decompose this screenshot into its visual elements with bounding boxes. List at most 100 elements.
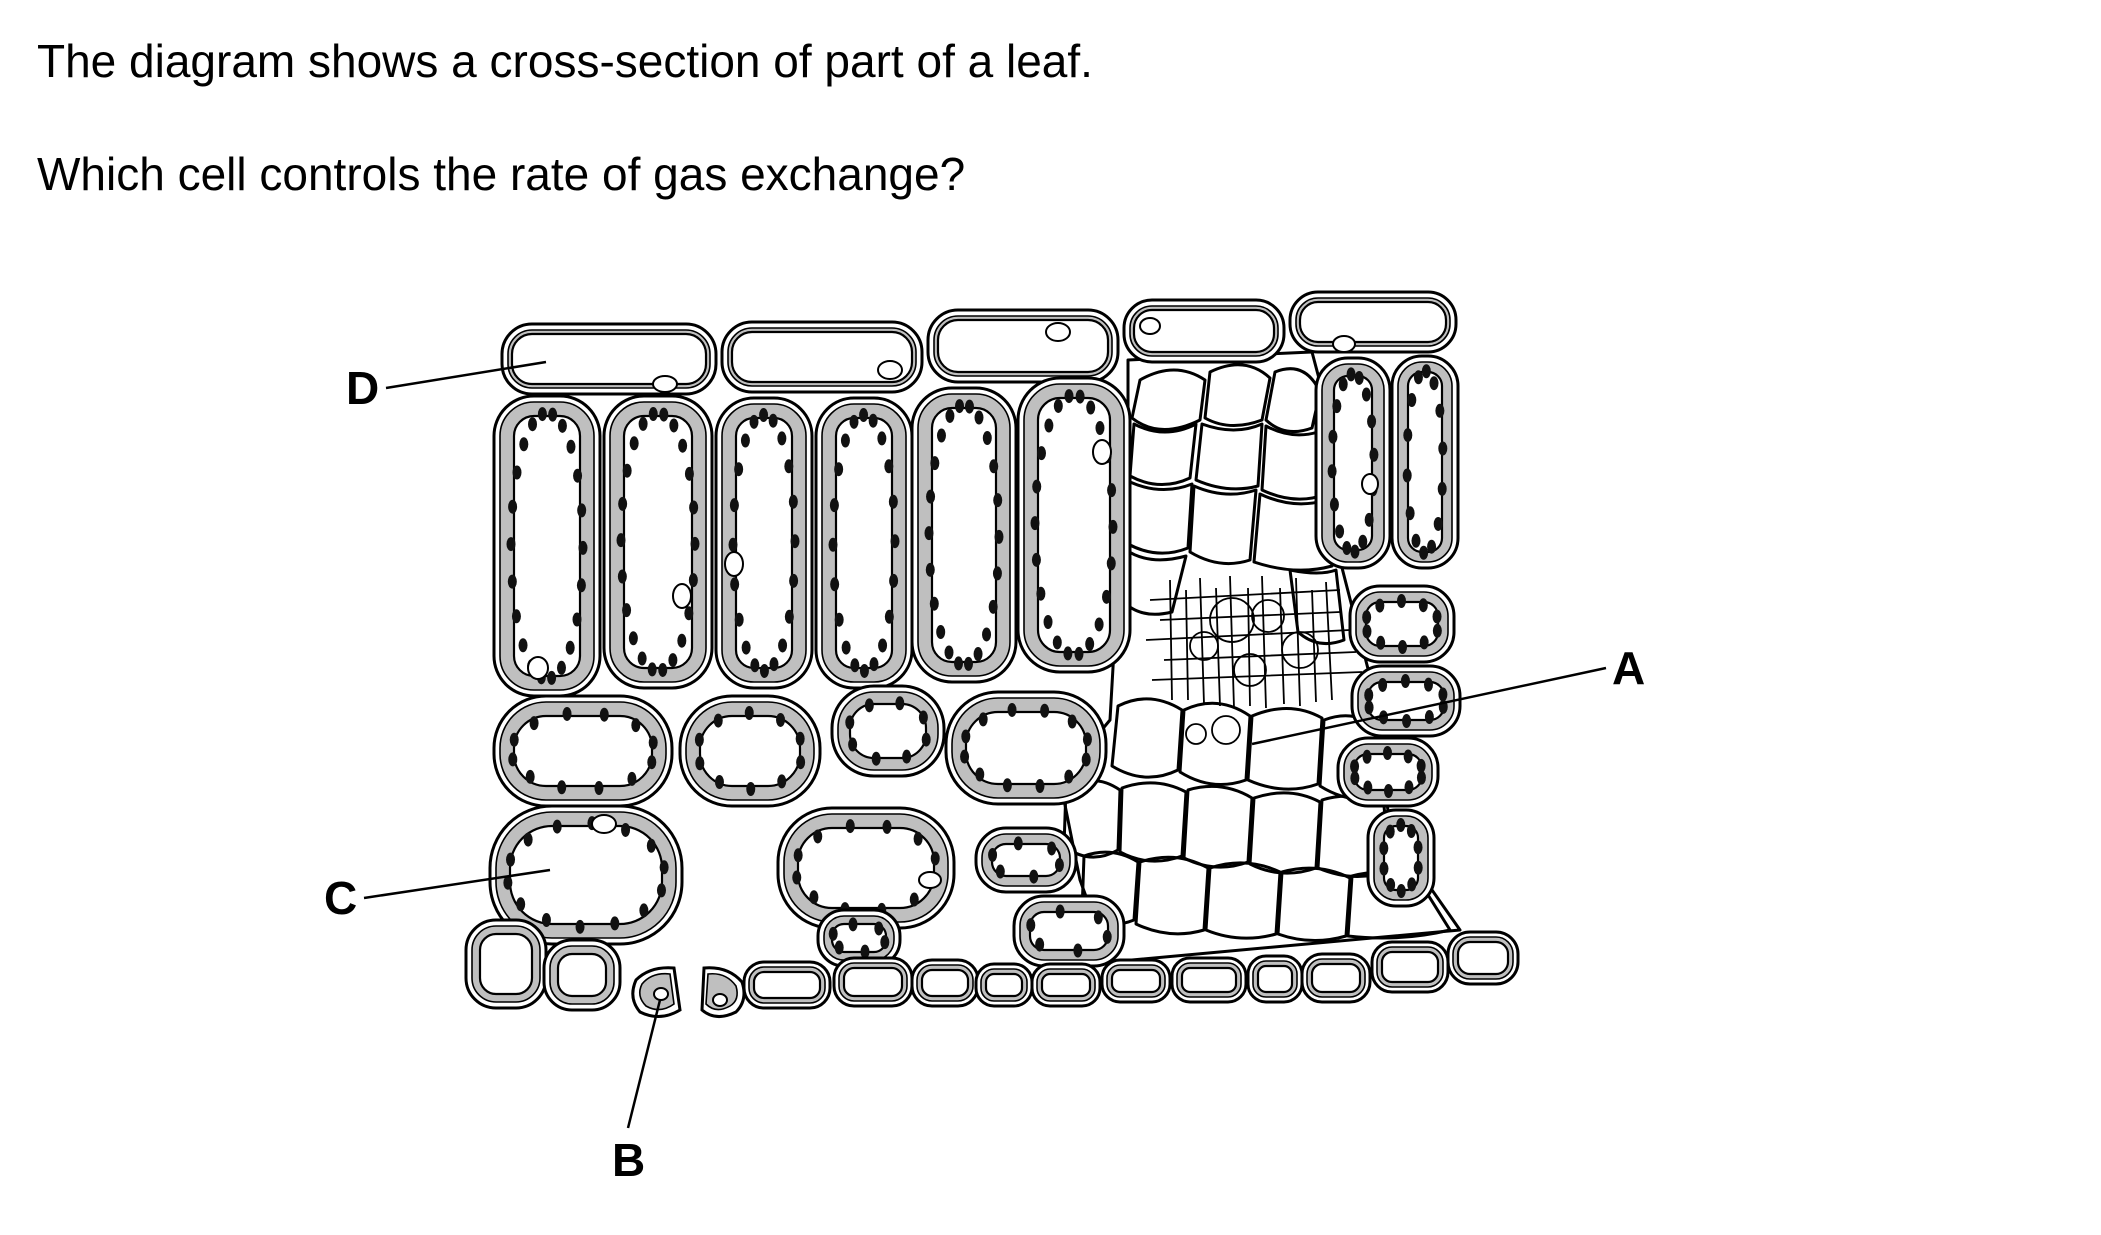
chloroplast (1040, 703, 1050, 718)
chloroplast (1002, 778, 1012, 793)
label-d-group: D (346, 360, 547, 414)
chloroplast (796, 755, 806, 770)
chloroplast (547, 670, 557, 685)
chloroplast (1383, 746, 1393, 761)
nucleus (653, 987, 669, 1001)
chloroplast (1369, 447, 1379, 462)
chloroplast (1094, 617, 1104, 632)
chloroplast (1086, 400, 1096, 415)
chloroplast (507, 574, 517, 589)
chloroplast (734, 612, 744, 627)
chloroplast (713, 713, 723, 728)
chloroplast (575, 919, 585, 934)
chloroplast (944, 645, 954, 660)
chloroplast (860, 944, 870, 959)
chloroplast (677, 633, 687, 648)
chloroplast (503, 875, 513, 890)
lower-epidermis-cell (1246, 954, 1304, 1004)
chloroplast (964, 399, 974, 414)
chloroplast (639, 903, 649, 918)
chloroplast (793, 848, 803, 863)
chloroplast (647, 662, 657, 677)
palisade-cell (602, 394, 714, 690)
chloroplast (1403, 749, 1413, 764)
chloroplast (548, 407, 558, 422)
chloroplast (1107, 483, 1117, 498)
chloroplast (688, 573, 698, 588)
chloroplast (792, 870, 802, 885)
chloroplast (506, 537, 516, 552)
chloroplast (988, 599, 998, 614)
chloroplast (1424, 710, 1434, 725)
mesophyll-cell (1350, 664, 1462, 738)
chloroplast (994, 529, 1004, 544)
chloroplast (989, 459, 999, 474)
chloroplast (578, 540, 588, 555)
chloroplast (740, 433, 750, 448)
palisade-cell (492, 394, 602, 698)
chloroplast (902, 749, 912, 764)
palisade-cell (714, 396, 814, 690)
chloroplast (830, 577, 840, 592)
chloroplast (882, 819, 892, 834)
nucleus (724, 551, 744, 577)
chloroplast (1423, 677, 1433, 692)
chloroplast (1055, 904, 1065, 919)
chloroplast (788, 494, 798, 509)
chloroplast (924, 526, 934, 541)
chloroplast (778, 638, 788, 653)
chloroplast (1054, 858, 1064, 873)
chloroplast (777, 774, 787, 789)
chloroplast (880, 935, 890, 950)
chloroplast (841, 640, 851, 655)
question-line-1: The diagram shows a cross-section of par… (37, 35, 1093, 87)
nucleus (527, 656, 549, 680)
stoma-guard-cells (631, 966, 746, 1018)
upper-epidermis-cell (926, 308, 1120, 384)
chloroplast (840, 433, 850, 448)
chloroplast (656, 883, 666, 898)
chloroplast (1064, 389, 1074, 404)
chloroplast (926, 489, 936, 504)
chloroplast (918, 710, 928, 725)
chloroplast (1385, 824, 1395, 839)
chloroplast (1403, 428, 1413, 443)
chloroplast (834, 462, 844, 477)
chloroplast (936, 625, 946, 640)
chloroplast (622, 603, 632, 618)
chloroplast (577, 503, 587, 518)
chloroplast (1043, 615, 1053, 630)
chloroplast (684, 466, 694, 481)
chloroplast (512, 465, 522, 480)
chloroplast (776, 712, 786, 727)
chloroplast (622, 463, 632, 478)
chloroplast (506, 852, 516, 867)
chloroplast (960, 749, 970, 764)
chloroplast (1063, 646, 1073, 661)
lower-epidermis-cell (1370, 940, 1450, 994)
chloroplast (1328, 429, 1338, 444)
nucleus (652, 375, 678, 393)
chloroplast (982, 627, 992, 642)
chloroplast (1032, 479, 1042, 494)
chloroplast (973, 647, 983, 662)
chloroplast (975, 767, 985, 782)
chloroplast (784, 609, 794, 624)
chloroplast (509, 732, 519, 747)
chloroplast (921, 732, 931, 747)
chloroplast (1413, 840, 1423, 855)
chloroplast (557, 418, 567, 433)
chloroplast (871, 751, 881, 766)
chloroplast (678, 438, 688, 453)
chloroplast (658, 662, 668, 677)
chloroplast (1035, 779, 1045, 794)
chloroplast (627, 771, 637, 786)
chloroplast (834, 612, 844, 627)
chloroplast (849, 414, 859, 429)
chloroplast (1375, 598, 1385, 613)
chloroplast (1035, 937, 1045, 952)
chloroplast (768, 413, 778, 428)
chloroplast (1419, 545, 1429, 560)
chloroplast (1350, 544, 1360, 559)
chloroplast (954, 656, 964, 671)
